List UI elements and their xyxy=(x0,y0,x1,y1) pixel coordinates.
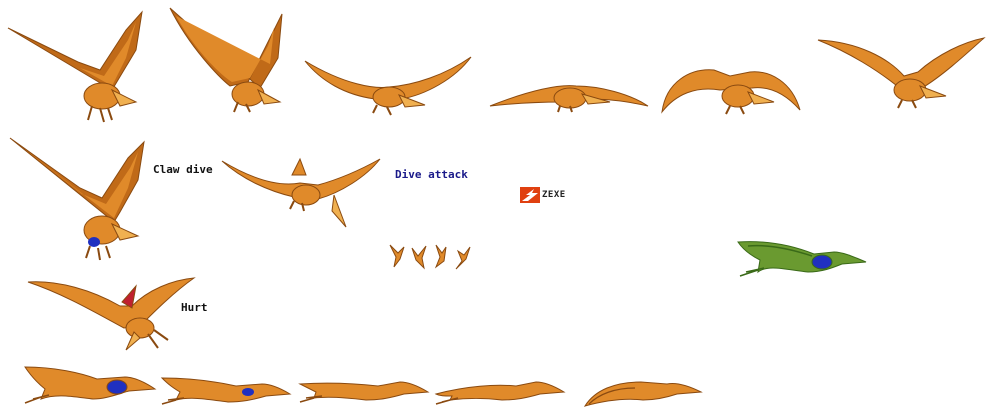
pteranodon-sprite-dive-attack xyxy=(221,155,382,230)
pteranodon-sprite-flap-1 xyxy=(7,10,148,125)
pteranodon-sprite-claw-dive xyxy=(9,137,150,261)
pteranodon-sprite-glide-3 xyxy=(298,374,430,403)
dive-attack-label: Dive attack xyxy=(395,168,468,181)
pteranodon-sprite-flap-3 xyxy=(304,55,475,116)
projectile-sprite-3 xyxy=(432,243,450,269)
pteranodon-sprite-flap-2 xyxy=(169,7,290,113)
flame-icon xyxy=(520,187,540,203)
pteranodon-sprite-glide-2 xyxy=(160,372,292,405)
claw-dive-label: Claw dive xyxy=(153,163,213,176)
pteranodon-sprite-flap-5 xyxy=(660,62,802,115)
pteranodon-sprite-glide-5 xyxy=(583,376,703,408)
pteranodon-sprite-glide-4 xyxy=(434,376,566,405)
projectile-sprite-2 xyxy=(410,244,428,270)
credit-text: ZEXE xyxy=(542,190,566,200)
projectile-sprite-1 xyxy=(388,243,406,269)
hurt-label: Hurt xyxy=(181,301,208,314)
credit-badge: ZEXE xyxy=(520,187,566,203)
projectile-sprite-4 xyxy=(454,245,472,271)
pteranodon-sprite-flap-6 xyxy=(817,36,986,109)
green-pteranodon-sprite xyxy=(737,238,868,280)
pteranodon-sprite-flap-4 xyxy=(489,72,650,113)
pteranodon-sprite-glide-1 xyxy=(24,363,157,405)
pteranodon-sprite-hurt xyxy=(27,276,196,352)
